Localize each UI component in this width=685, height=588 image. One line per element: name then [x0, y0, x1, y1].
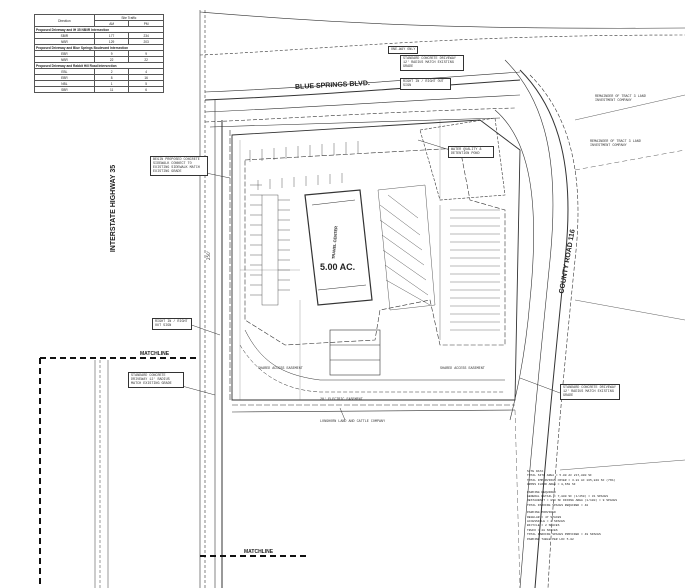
site-traffic-table: Direction Site Traffic AM PM Proposed Dr… — [34, 14, 165, 93]
site-note-line: RESTAURANT = 850 SF DINING AREA (1/100) … — [527, 499, 618, 503]
callout-right-in: RIGHT IN / RIGHT OUT SIGN — [400, 78, 451, 90]
site-note-line: TRUCK = 28 SPACES — [527, 528, 558, 532]
truck-parking — [377, 184, 436, 311]
site-note-line: GROSS FLOOR AREA = 8,650 SF — [527, 483, 576, 487]
fuel-canopy — [329, 329, 381, 376]
dim-label-left: 250' — [206, 251, 211, 260]
table-cell: 11 — [93, 86, 130, 93]
callout-leaders — [159, 139, 561, 421]
site-boundary — [231, 119, 521, 413]
acreage-label: 5.00 AC. — [320, 262, 356, 272]
site-note-line: TOTAL IMPERVIOUS COVER = 3.81 AC 165,840… — [527, 478, 616, 482]
interstate-strip-lower-left — [94, 360, 109, 588]
matchline-label-bottom: MATCHLINE — [244, 549, 274, 555]
site-note-line: PARKING REQUIRED — [527, 490, 556, 494]
site-note-line: TOTAL SITE AREA = 5.00 AC 217,800 SF — [527, 474, 592, 478]
county-road-116 — [494, 59, 579, 588]
detention-pond — [419, 117, 506, 201]
label-remainder-top: REMAINDER OF TRACT 3 LAND INVESTMENT COM… — [595, 95, 646, 103]
blue-springs-road — [199, 11, 685, 128]
label-shared-access-left: SHARED ACCESS EASEMENT — [258, 367, 303, 371]
callout-standard-driveway-left: STANDARD CONCRETE DRIVEWAY 12' RADIUS MA… — [128, 372, 184, 388]
table-cell: 6 — [128, 86, 164, 93]
callout-begin-sidewalk: BEGIN PROPOSED CONCRETE SIDEWALK CONNECT… — [150, 156, 208, 176]
site-note-line: TOTAL PARKING SPACES PROVIDED = 49 SPACE… — [527, 533, 601, 537]
callout-water-quality: WATER QUALITY & DETENTION POND — [448, 146, 494, 158]
matchline-label-top: MATCHLINE — [140, 351, 170, 357]
utility-lines — [239, 120, 441, 400]
internal-drive — [244, 147, 506, 346]
remainder-tract-lines — [514, 94, 685, 588]
site-note-line: PARKING TABLE PER LDC 5.02 — [527, 537, 574, 541]
site-note-line: TOTAL PARKING SPACES REQUIRED = 40 — [527, 503, 589, 507]
callout-one-way: ONE-WAY ONLY — [388, 46, 419, 54]
interstate-label: INTERSTATE HIGHWAY 35 — [110, 164, 118, 253]
callout-standard-driveway-right: STANDARD CONCRETE DRIVEWAY 12' RADIUS MA… — [560, 384, 620, 400]
matchline-markers — [40, 357, 310, 557]
table-body: Proposed Driveway and IH 35 NB/IR Inters… — [34, 26, 164, 93]
interstate-frontage — [199, 10, 231, 588]
parking-field-right — [439, 205, 500, 340]
label-electric-easement: 20' ELECTRIC EASEMENT — [320, 398, 363, 402]
site-note-line: ACCESSIBLE = 2 SPACES — [527, 520, 565, 524]
table-cell: SBR — [34, 86, 95, 93]
site-note-line: REGULAR = 47 SPACES — [527, 515, 562, 519]
site-note-line: BICYCLE = 2 SPACES — [527, 524, 560, 528]
label-longhorn: LONGHORN LAND AND CATTLE COMPANY — [320, 420, 386, 424]
callout-standard-driveway-top: STANDARD CONCRETE DRIVEWAY 12' RADIUS MA… — [400, 55, 464, 71]
lower-drive — [239, 329, 505, 393]
site-note-line: GENERAL RETAIL = 7,800 SF (1/250) = 31 S… — [527, 495, 609, 499]
parking-stalls-left — [250, 184, 290, 306]
site-note-line: SITE DATA — [527, 470, 544, 473]
callout-right-out: RIGHT IN / RIGHT OUT SIGN — [152, 318, 192, 330]
site-note-line: PARKING PROVIDED — [527, 511, 556, 515]
travel-center-building — [304, 189, 373, 306]
label-remainder-mid: REMAINDER OF TRACT 3 LAND INVESTMENT COM… — [590, 140, 641, 148]
parking-stalls-top — [249, 141, 359, 190]
label-shared-access-right: SHARED ACCESS EASEMENT — [440, 367, 485, 371]
table-header-direction: Direction — [34, 14, 95, 27]
